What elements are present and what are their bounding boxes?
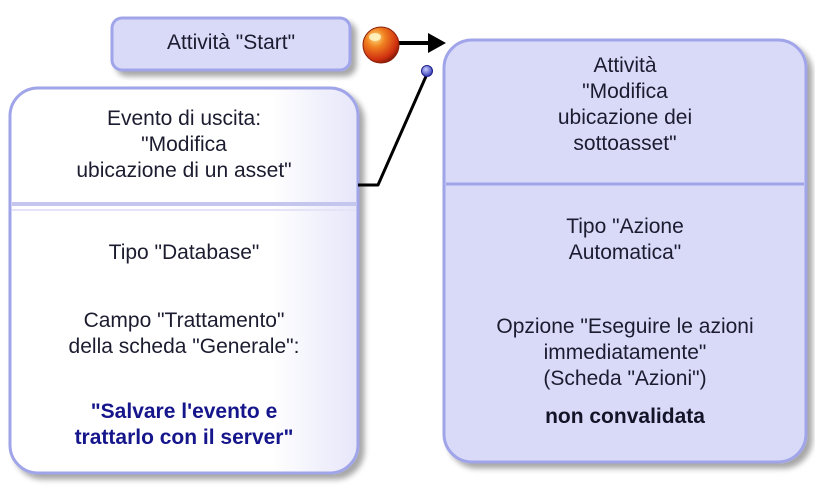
target-activity-box[interactable] (442, 38, 808, 464)
output-event-field-label: Campo "Trattamento" della scheda "Genera… (68, 309, 300, 358)
target-activity-header: Attività "Modifica ubicazione dei sottoa… (557, 54, 693, 155)
output-event-type: Tipo "Database" (108, 241, 260, 264)
target-activity-option-value: non convalidata (545, 405, 705, 428)
target-activity-option-label: Opzione "Eseguire le azioni immediatamen… (496, 315, 754, 390)
output-event-box[interactable] (8, 86, 360, 475)
start-arrowhead-icon (428, 33, 446, 53)
event-connector-line (358, 73, 429, 187)
connector-endpoint-icon (421, 65, 433, 77)
output-event-header: Evento di uscita: "Modifica ubicazione d… (76, 107, 292, 182)
start-ball-icon (362, 26, 400, 64)
start-activity-box[interactable] (110, 16, 352, 72)
output-event-field-value: "Salvare l'evento e trattarlo con il ser… (74, 400, 294, 449)
target-activity-type: Tipo "Azione Automatica" (566, 215, 684, 264)
start-activity-label: Attività "Start" (166, 31, 296, 54)
